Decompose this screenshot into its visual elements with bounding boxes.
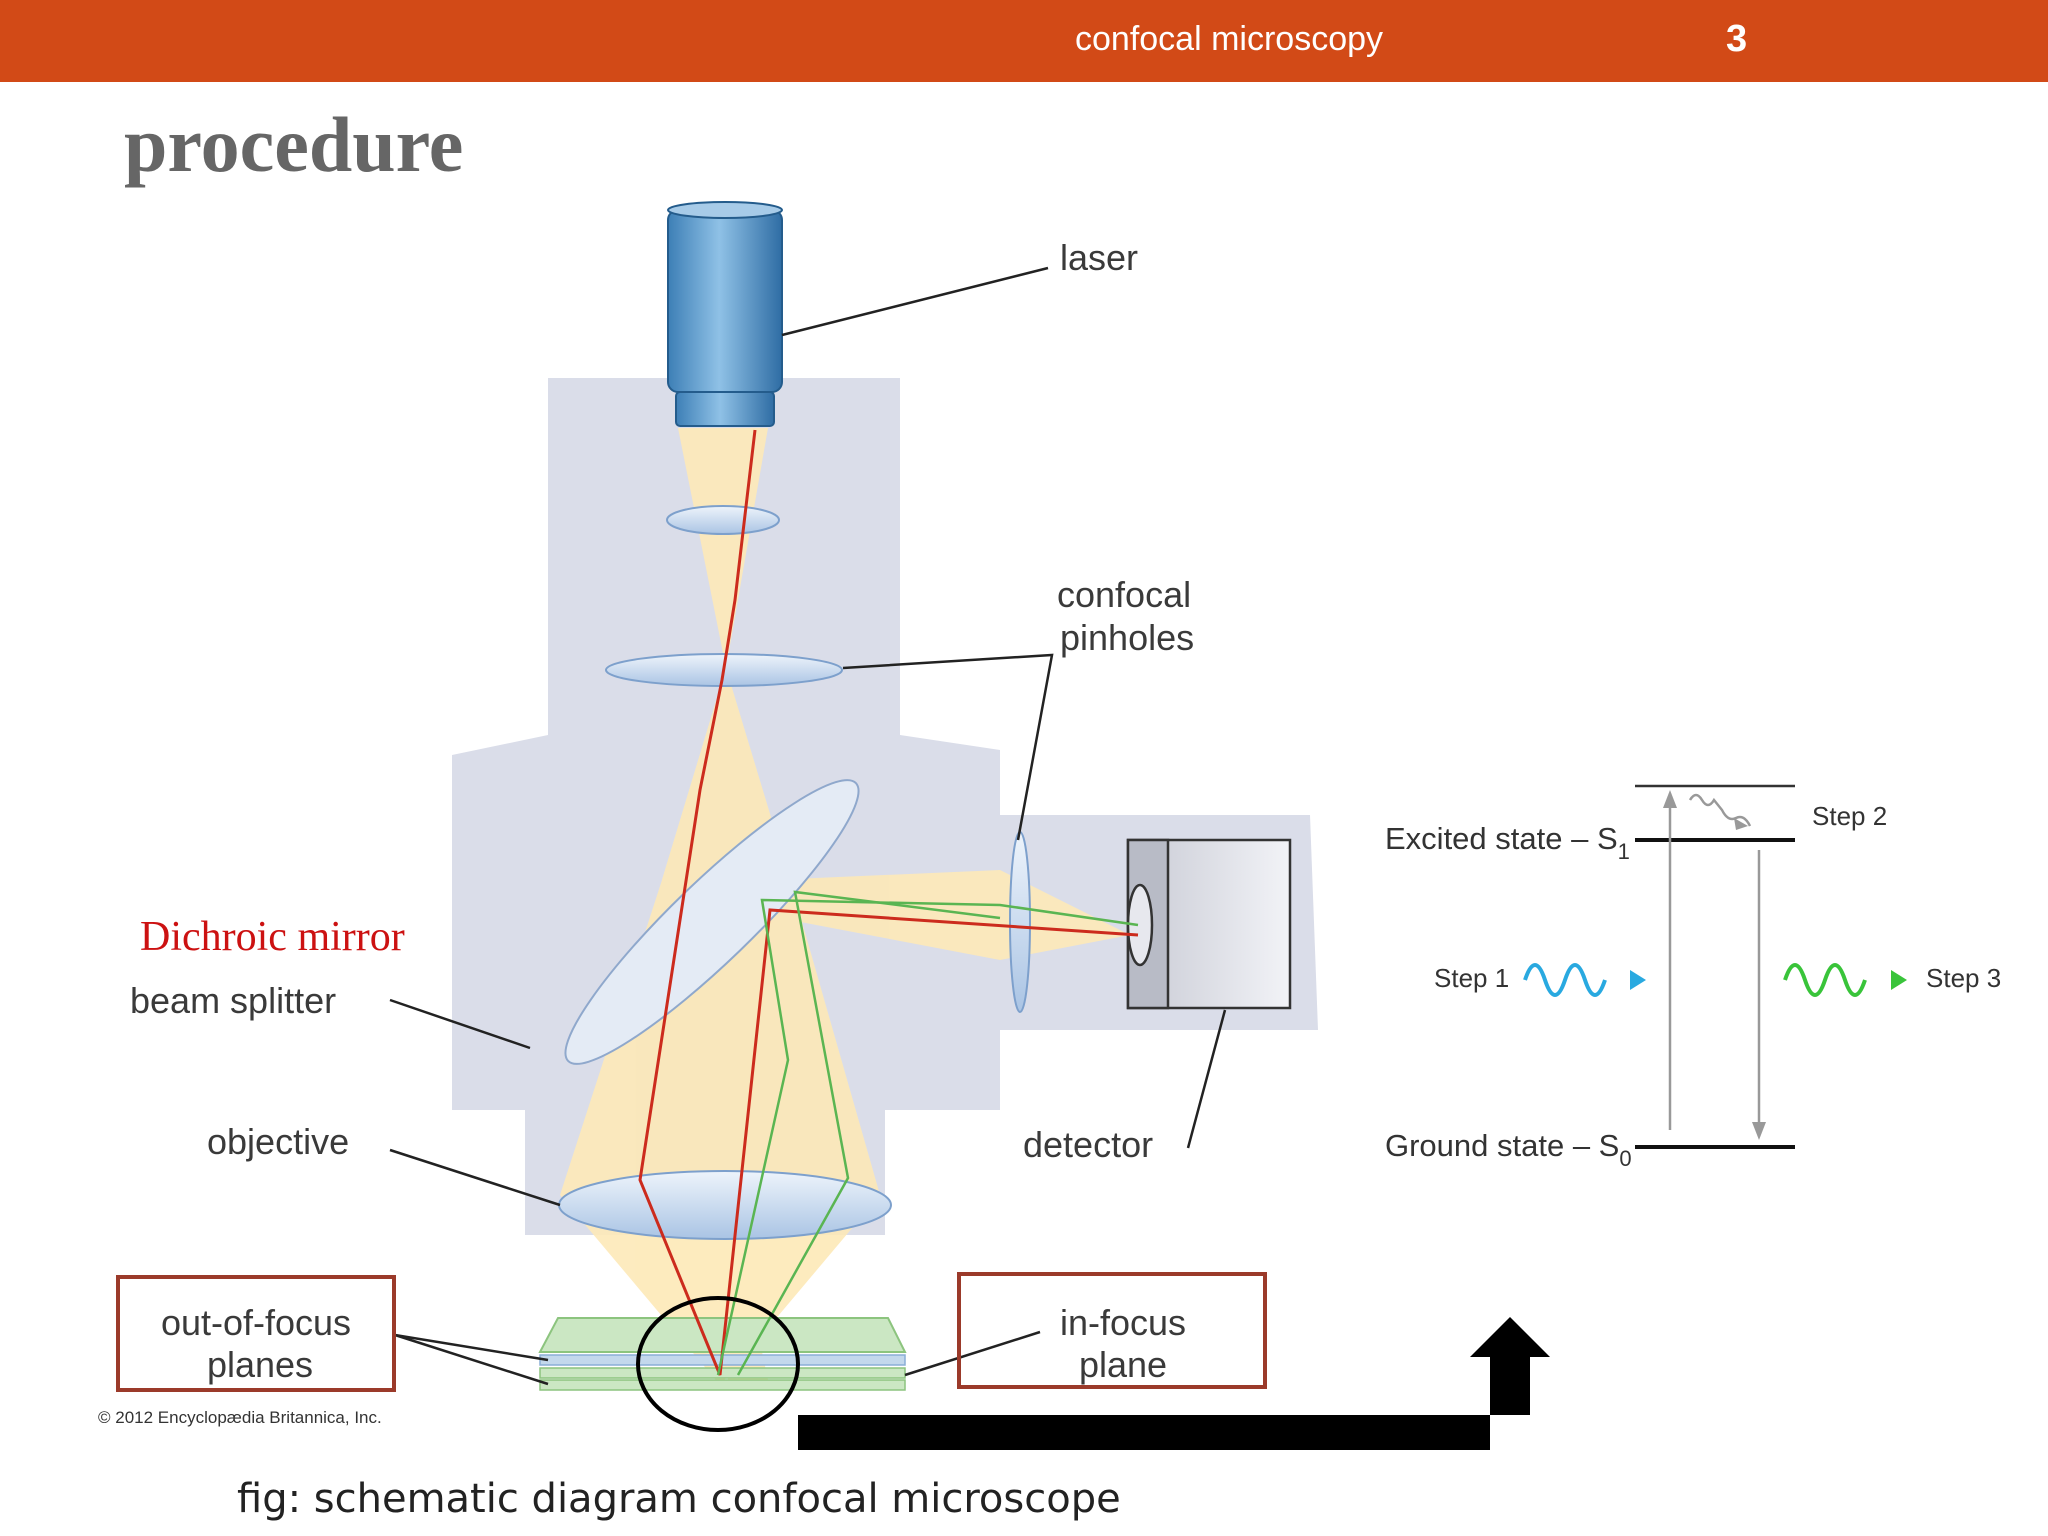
label-laser: laser	[1060, 237, 1138, 278]
page-title: procedure	[124, 101, 464, 188]
emission-ray	[716, 898, 1139, 1376]
leader-lines	[389, 266, 1227, 1386]
figure-caption: fig: schematic diagram confocal microsco…	[237, 1476, 1121, 1522]
header-title: confocal microscopy	[1075, 20, 1384, 58]
label-beam-splitter: beam splitter	[130, 980, 336, 1021]
in-focus-box	[957, 1272, 1267, 1389]
laser-source	[667, 201, 783, 427]
label-plane: plane	[1079, 1344, 1167, 1385]
objective-lens	[558, 1170, 892, 1240]
focus-circle	[636, 1296, 800, 1432]
header-bar: confocal microscopy 3	[0, 0, 2048, 82]
excitation-ray	[638, 429, 1139, 1376]
copyright-text: © 2012 Encyclopædia Britannica, Inc.	[98, 1408, 382, 1427]
label-detector: detector	[1023, 1124, 1153, 1165]
label-confocal: confocal	[1057, 574, 1191, 615]
label-excited-state: Excited state – S1	[1385, 821, 1630, 864]
label-ground-state: Ground state – S0	[1385, 1128, 1632, 1171]
label-step3: Step 3	[1926, 963, 2001, 993]
microscope-body	[452, 378, 1318, 1235]
label-step2: Step 2	[1812, 801, 1887, 831]
label-step1: Step 1	[1434, 963, 1509, 993]
collimating-lens	[666, 505, 780, 535]
slide-number: 3	[1726, 18, 1748, 60]
step3-wave	[1783, 963, 1867, 997]
label-out-of-focus: out-of-focus	[161, 1302, 351, 1343]
pointer-arrow	[798, 1317, 1550, 1450]
label-objective: objective	[207, 1121, 349, 1162]
out-of-focus-box	[116, 1275, 396, 1392]
label-planes: planes	[207, 1344, 313, 1385]
emission-ray-2	[736, 890, 1001, 1376]
detector-icon	[1126, 838, 1292, 1010]
step1-wave	[1523, 963, 1607, 997]
detector-pinhole	[1009, 831, 1031, 1013]
energy-level-diagram	[1523, 784, 1907, 1149]
label-in-focus: in-focus	[1060, 1302, 1186, 1343]
label-dichroic-mirror: Dichroic mirror	[140, 914, 405, 960]
label-pinholes: pinholes	[1060, 617, 1194, 658]
